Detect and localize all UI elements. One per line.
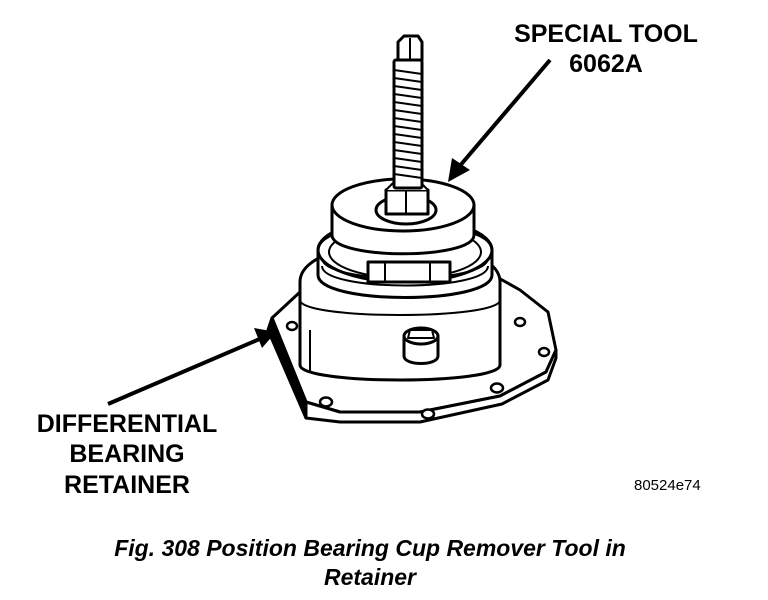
label-special-tool-line1: SPECIAL TOOL: [514, 20, 698, 48]
caption-line2: Retainer: [324, 564, 417, 590]
figure-code: 80524e74: [634, 477, 701, 494]
special-tool-6062a: [330, 34, 476, 284]
label-retainer-line2: BEARING: [69, 440, 184, 468]
callout-arrow-special-tool: [448, 58, 552, 182]
callout-arrow-retainer: [107, 328, 276, 406]
label-retainer-line1: DIFFERENTIAL: [37, 410, 218, 438]
retainer-bolt-holes: [285, 316, 551, 420]
label-special-tool-line2: 6062A: [569, 50, 643, 78]
label-retainer-line3: RETAINER: [64, 471, 190, 499]
rod-threads: [393, 69, 423, 179]
caption-line1: Fig. 308 Position Bearing Cup Remover To…: [114, 535, 626, 561]
